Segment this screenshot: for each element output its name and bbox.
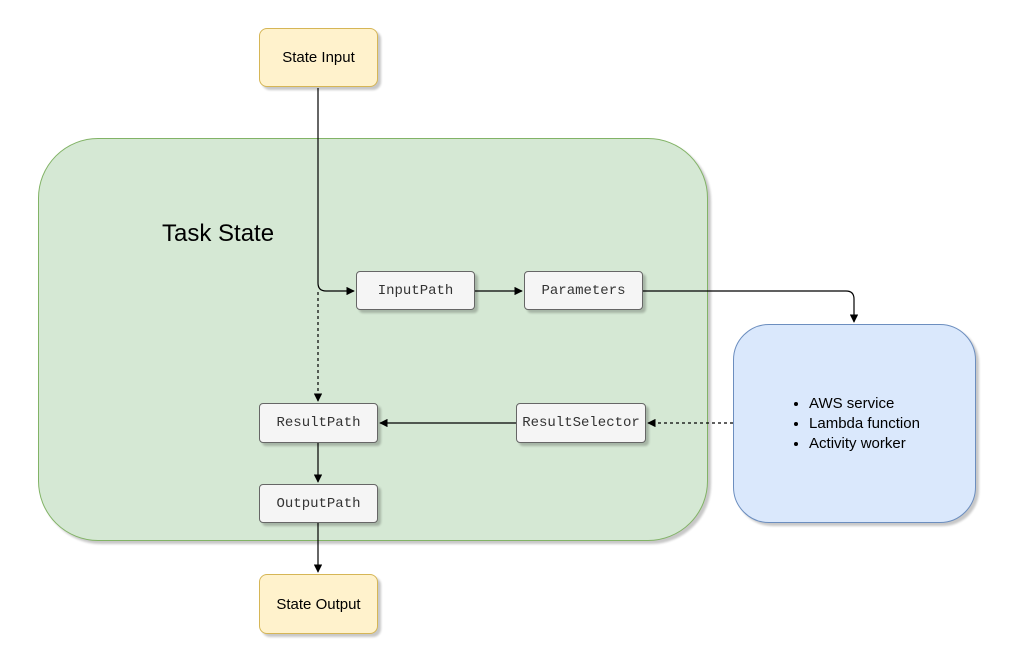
task-state-container <box>38 138 708 541</box>
result-path-node: ResultPath <box>259 403 378 443</box>
integration-target-box: AWS service Lambda function Activity wor… <box>733 324 976 523</box>
target-item-aws-service: AWS service <box>809 394 920 414</box>
output-path-node: OutputPath <box>259 484 378 523</box>
state-input-node: State Input <box>259 28 378 87</box>
input-path-node: InputPath <box>356 271 475 310</box>
integration-target-list: AWS service Lambda function Activity wor… <box>789 394 920 454</box>
parameters-node: Parameters <box>524 271 643 310</box>
target-item-lambda-function: Lambda function <box>809 414 920 434</box>
target-item-activity-worker: Activity worker <box>809 434 920 454</box>
result-selector-node: ResultSelector <box>516 403 646 443</box>
state-output-node: State Output <box>259 574 378 634</box>
task-state-title: Task State <box>162 220 275 247</box>
